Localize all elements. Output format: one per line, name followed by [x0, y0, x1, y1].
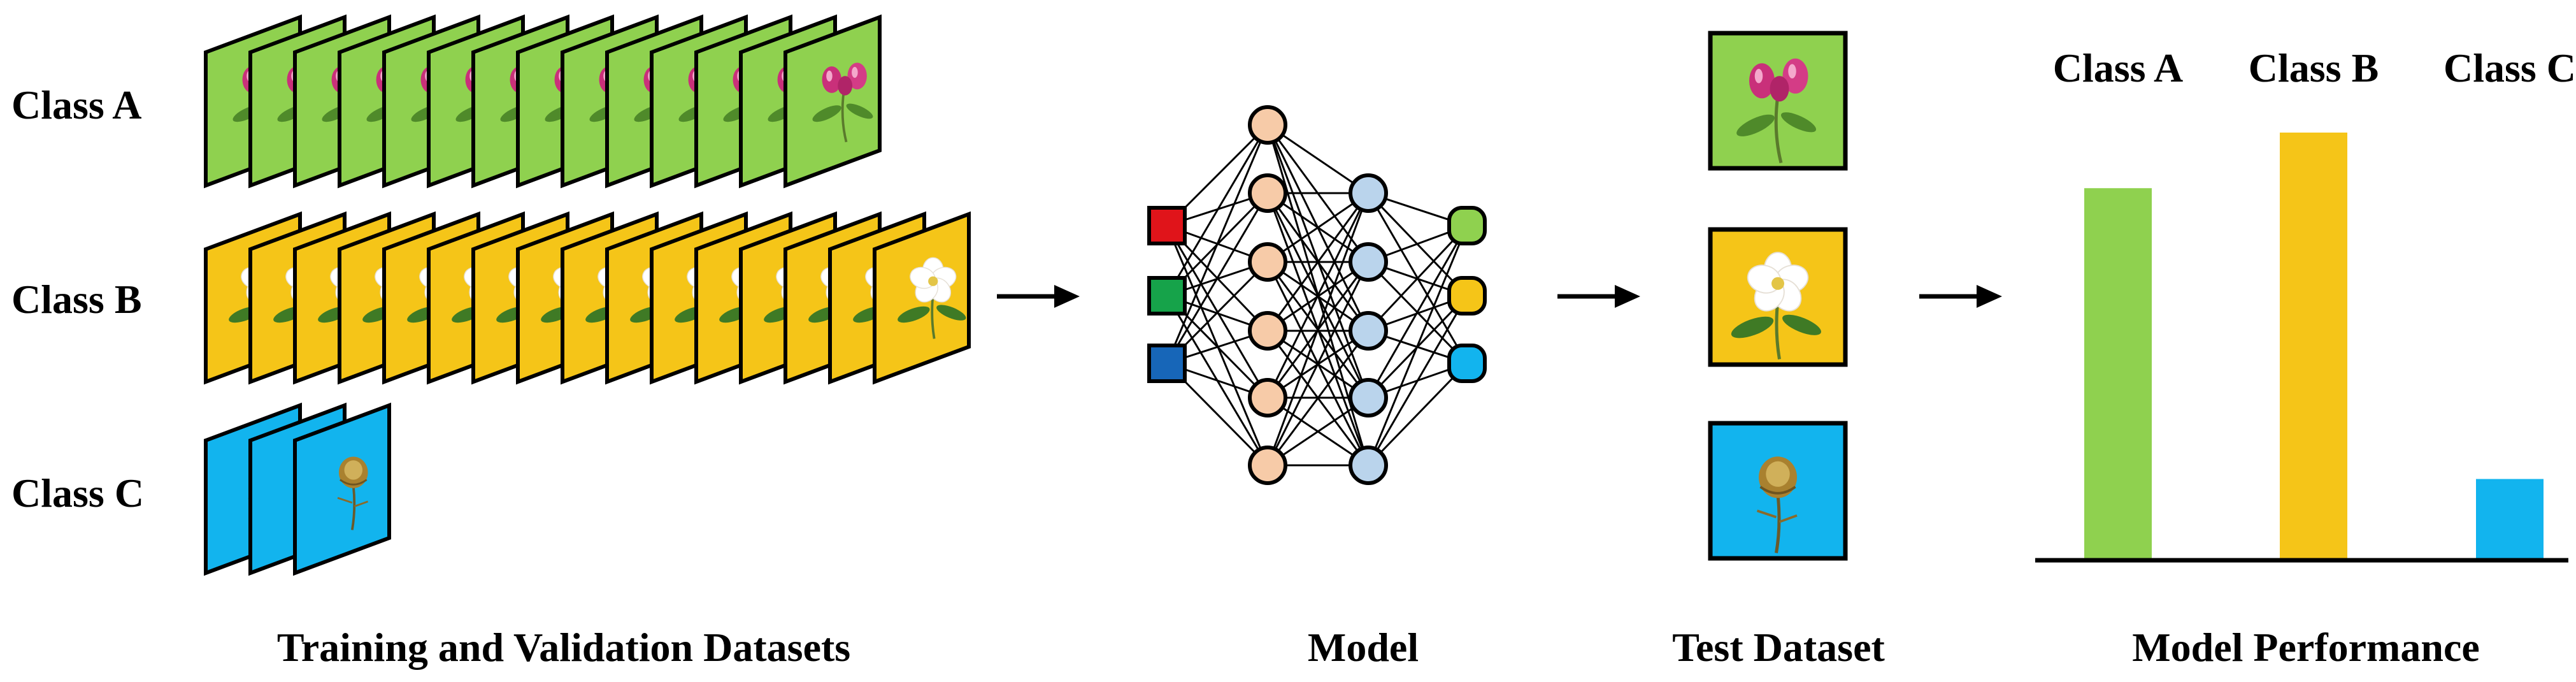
- hidden-node-layer-1: [1248, 446, 1287, 485]
- network-edge: [1266, 192, 1370, 331]
- network-edge: [1266, 261, 1370, 466]
- input-node: [1147, 344, 1187, 383]
- model-performance-chart: Class A Class B Class C Model Performance: [2035, 45, 2576, 670]
- arrow-model-to-test: [1557, 285, 1640, 308]
- network-edge: [1266, 330, 1370, 466]
- test-caption: Test Dataset: [1672, 625, 1885, 670]
- network-edge: [1166, 192, 1269, 364]
- network-edge: [1367, 362, 1468, 467]
- class-c-image-stack: [204, 402, 391, 576]
- category-label: Class A: [2053, 45, 2184, 91]
- hidden-node-layer-1: [1248, 378, 1287, 417]
- network-edge: [1267, 124, 1369, 194]
- bar-class-c: [2476, 479, 2544, 560]
- network-edge: [1367, 225, 1468, 466]
- chart-title: Model Performance: [2132, 625, 2480, 670]
- test-samples: [1708, 31, 1848, 561]
- output-node: [1447, 206, 1487, 245]
- test-sample-class-b: [1708, 227, 1848, 367]
- output-node: [1447, 276, 1487, 316]
- hidden-node-layer-1: [1248, 105, 1287, 145]
- test-sample-class-c: [1708, 421, 1848, 561]
- network-edge: [1367, 224, 1468, 332]
- hidden-node-layer-1: [1248, 311, 1287, 351]
- model-caption: Model: [1308, 625, 1419, 670]
- arrow-test-to-performance: [1919, 285, 2002, 308]
- input-node: [1147, 276, 1187, 316]
- network-edge: [1367, 225, 1468, 398]
- hidden-node-layer-2: [1349, 173, 1388, 213]
- class-b-image-stack: [204, 211, 971, 385]
- hidden-node-layer-1: [1248, 242, 1287, 282]
- network-nodes: [1147, 105, 1487, 485]
- datasets-caption: Training and Validation Datasets: [277, 625, 850, 670]
- dataset-image-frame: [293, 402, 391, 576]
- hidden-node-layer-2: [1349, 242, 1388, 282]
- category-label: Class B: [2249, 45, 2379, 91]
- class-b-label: Class B: [11, 277, 142, 322]
- network-edge: [1367, 295, 1468, 466]
- network-edge: [1267, 396, 1369, 467]
- network-edge: [1166, 124, 1269, 296]
- category-label: Class C: [2444, 45, 2576, 91]
- arrow-datasets-to-model: [997, 285, 1080, 308]
- dataset-image-frame: [873, 211, 971, 385]
- network-edges: [1166, 124, 1468, 467]
- network-edge: [1266, 192, 1370, 398]
- network-edge: [1267, 192, 1369, 263]
- test-sample-class-a: [1708, 31, 1848, 171]
- dataset-image-frame: [784, 14, 882, 189]
- bar-class-a: [2084, 188, 2152, 561]
- hidden-node-layer-2: [1349, 378, 1388, 417]
- input-node: [1147, 206, 1187, 245]
- bar-class-b: [2280, 133, 2347, 560]
- class-c-label: Class C: [11, 470, 144, 516]
- hidden-node-layer-2: [1349, 311, 1388, 351]
- performance-category-labels: Class A Class B Class C: [2053, 45, 2576, 91]
- network-edge: [1166, 124, 1269, 364]
- hidden-node-layer-1: [1248, 173, 1287, 213]
- datasets-section: Class A Class B Class C Training and Val…: [11, 14, 971, 670]
- test-dataset-section: Test Dataset: [1672, 31, 1885, 670]
- hidden-node-layer-2: [1349, 446, 1388, 485]
- class-a-label: Class A: [11, 82, 142, 127]
- neural-network-model: Model: [1147, 105, 1487, 670]
- network-edge: [1266, 192, 1370, 466]
- performance-bars: [2084, 133, 2544, 561]
- class-a-image-stack: [204, 14, 882, 189]
- output-node: [1447, 344, 1487, 383]
